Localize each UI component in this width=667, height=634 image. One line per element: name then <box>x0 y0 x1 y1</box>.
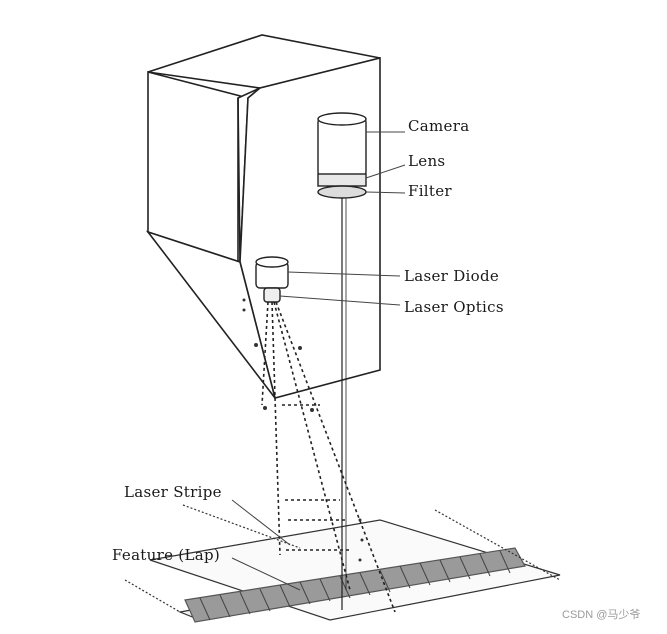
camera-top <box>318 113 366 125</box>
label-lens: Lens <box>408 152 445 170</box>
camera-body <box>318 118 366 176</box>
label-feature: Feature (Lap) <box>112 546 220 564</box>
sensor-housing <box>148 35 380 398</box>
watermark: CSDN @马少爷 <box>562 607 640 621</box>
laser-diode-top <box>256 257 288 267</box>
label-laser-stripe: Laser Stripe <box>124 483 222 501</box>
label-camera: Camera <box>408 117 469 135</box>
label-laser-diode: Laser Diode <box>404 267 499 285</box>
laser-stripe-leader <box>232 500 290 545</box>
housing-left-face <box>148 72 248 262</box>
label-laser-optics: Laser Optics <box>404 298 504 316</box>
laser-optics <box>264 288 280 302</box>
lens-element <box>318 174 366 186</box>
filter-element <box>318 186 366 198</box>
label-filter: Filter <box>408 182 452 200</box>
